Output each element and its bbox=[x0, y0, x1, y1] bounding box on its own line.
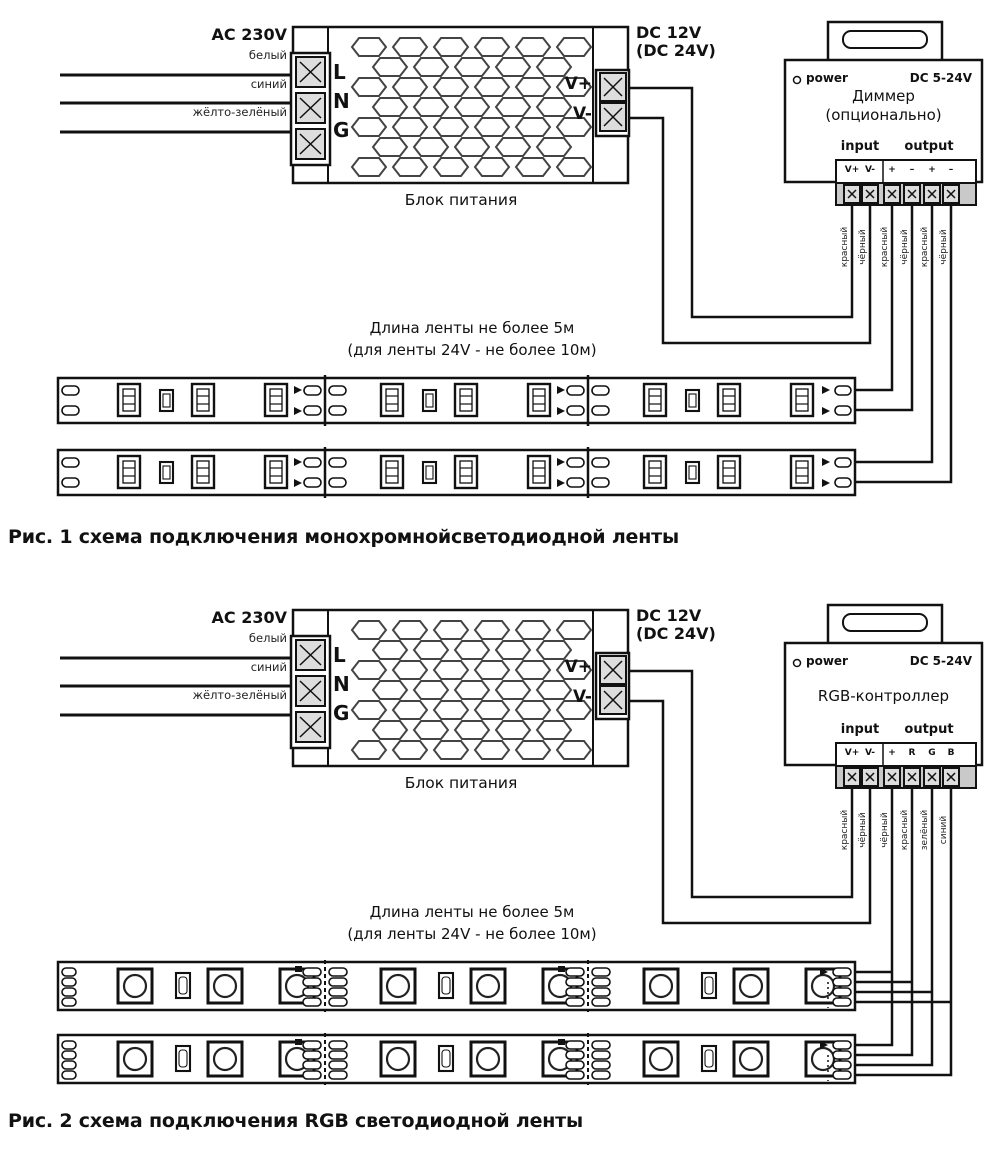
fig1-output-label: output bbox=[904, 139, 954, 154]
fig2-ac-voltage-label: AC 230V bbox=[211, 608, 287, 627]
fig1-ac-voltage-label: AC 230V bbox=[211, 25, 287, 44]
fig2-term-vplus: V+ bbox=[844, 748, 860, 758]
fig2-wire-label-6: синий bbox=[939, 815, 949, 845]
fig1-psu-caption: Блок питания bbox=[404, 191, 518, 209]
fig1-term-out1: + bbox=[888, 165, 896, 175]
fig2-strip-note-line1: Длина ленты не более 5м bbox=[369, 903, 575, 921]
fig2-dc-voltage-line1: DC 12V bbox=[636, 606, 702, 625]
fig1-wire-label-6: чёрный bbox=[939, 229, 949, 265]
fig2-wire-label-2: чёрный bbox=[858, 812, 868, 848]
fig1-term-out2: – bbox=[909, 165, 915, 175]
fig1-wire-blue-label: синий bbox=[250, 77, 287, 91]
fig2-power-label: power bbox=[806, 654, 848, 668]
fig2-controller-title: RGB-контроллер bbox=[817, 687, 950, 705]
fig2-caption: Рис. 2 схема подключения RGB светодиодно… bbox=[8, 1110, 583, 1132]
fig1-wire-label-2: чёрный bbox=[858, 229, 868, 265]
fig2-wire-yellowgreen-label: жёлто-зелёный bbox=[192, 688, 287, 702]
fig1-voltage-range-label: DC 5-24V bbox=[909, 71, 972, 85]
fig1-wire-yellowgreen-label: жёлто-зелёный bbox=[192, 105, 287, 119]
fig2-input-label: input bbox=[840, 722, 880, 737]
fig1-psu-vplus-label: V+ bbox=[564, 74, 592, 94]
fig1-wire-label-4: чёрный bbox=[900, 229, 910, 265]
fig1-term-out3: + bbox=[928, 165, 936, 175]
fig1-power-label: power bbox=[806, 71, 848, 85]
fig2-term-out-g: G bbox=[928, 748, 936, 758]
fig2-psu-terminal-N: N bbox=[333, 672, 350, 696]
fig2-term-out-b: B bbox=[947, 748, 955, 758]
fig1-wire-label-5: красный bbox=[920, 226, 930, 268]
fig1-input-label: input bbox=[840, 139, 880, 154]
fig2-wire-label-5: зелёный bbox=[920, 809, 930, 851]
fig2-term-out-plus: + bbox=[888, 748, 896, 758]
fig2-psu-caption: Блок питания bbox=[404, 774, 518, 792]
fig1-caption: Рис. 1 схема подключения монохромнойсвет… bbox=[8, 526, 679, 548]
fig1-term-vplus: V+ bbox=[844, 165, 860, 175]
fig1-psu-terminal-G: G bbox=[333, 118, 350, 142]
fig2-voltage-range-label: DC 5-24V bbox=[909, 654, 972, 668]
fig2-wire-label-3: чёрный bbox=[880, 812, 890, 848]
fig1-dimmer-title: Диммер bbox=[852, 87, 915, 105]
fig2-wire-white-label: белый bbox=[248, 631, 287, 645]
fig1-wire-label-3: красный bbox=[880, 226, 890, 268]
fig2-psu-terminal-G: G bbox=[333, 701, 350, 725]
fig1-term-vminus: V- bbox=[864, 165, 876, 175]
fig2-strip-note-line2: (для ленты 24V - не более 10м) bbox=[347, 925, 597, 943]
fig2-psu-vminus-label: V- bbox=[573, 687, 592, 707]
fig1-dc-voltage-line1: DC 12V bbox=[636, 23, 702, 42]
fig2-dc-voltage-line2: (DC 24V) bbox=[636, 624, 716, 643]
fig2-term-vminus: V- bbox=[864, 748, 876, 758]
figure2-art bbox=[56, 603, 984, 1085]
fig1-psu-terminal-N: N bbox=[333, 89, 350, 113]
fig2-psu-terminal-L: L bbox=[333, 643, 346, 667]
fig2-output-label: output bbox=[904, 722, 954, 737]
figure1-art bbox=[56, 20, 984, 498]
fig1-wire-white-label: белый bbox=[248, 48, 287, 62]
fig2-psu-vplus-label: V+ bbox=[564, 657, 592, 677]
fig1-psu-vminus-label: V- bbox=[573, 104, 592, 124]
fig1-strip-note-line1: Длина ленты не более 5м bbox=[369, 319, 575, 337]
fig1-dimmer-subtitle: (опционально) bbox=[825, 106, 942, 124]
fig1-psu-terminal-L: L bbox=[333, 60, 346, 84]
fig2-wire-blue-label: синий bbox=[250, 660, 287, 674]
fig1-term-out4: – bbox=[948, 165, 954, 175]
fig2-wire-label-1: красный bbox=[840, 809, 850, 851]
fig2-wire-label-4: красный bbox=[900, 809, 910, 851]
fig1-wire-label-1: красный bbox=[840, 226, 850, 268]
fig1-dc-voltage-line2: (DC 24V) bbox=[636, 41, 716, 60]
fig1-strip-note-line2: (для ленты 24V - не более 10м) bbox=[347, 341, 597, 359]
fig2-term-out-r: R bbox=[908, 748, 916, 758]
